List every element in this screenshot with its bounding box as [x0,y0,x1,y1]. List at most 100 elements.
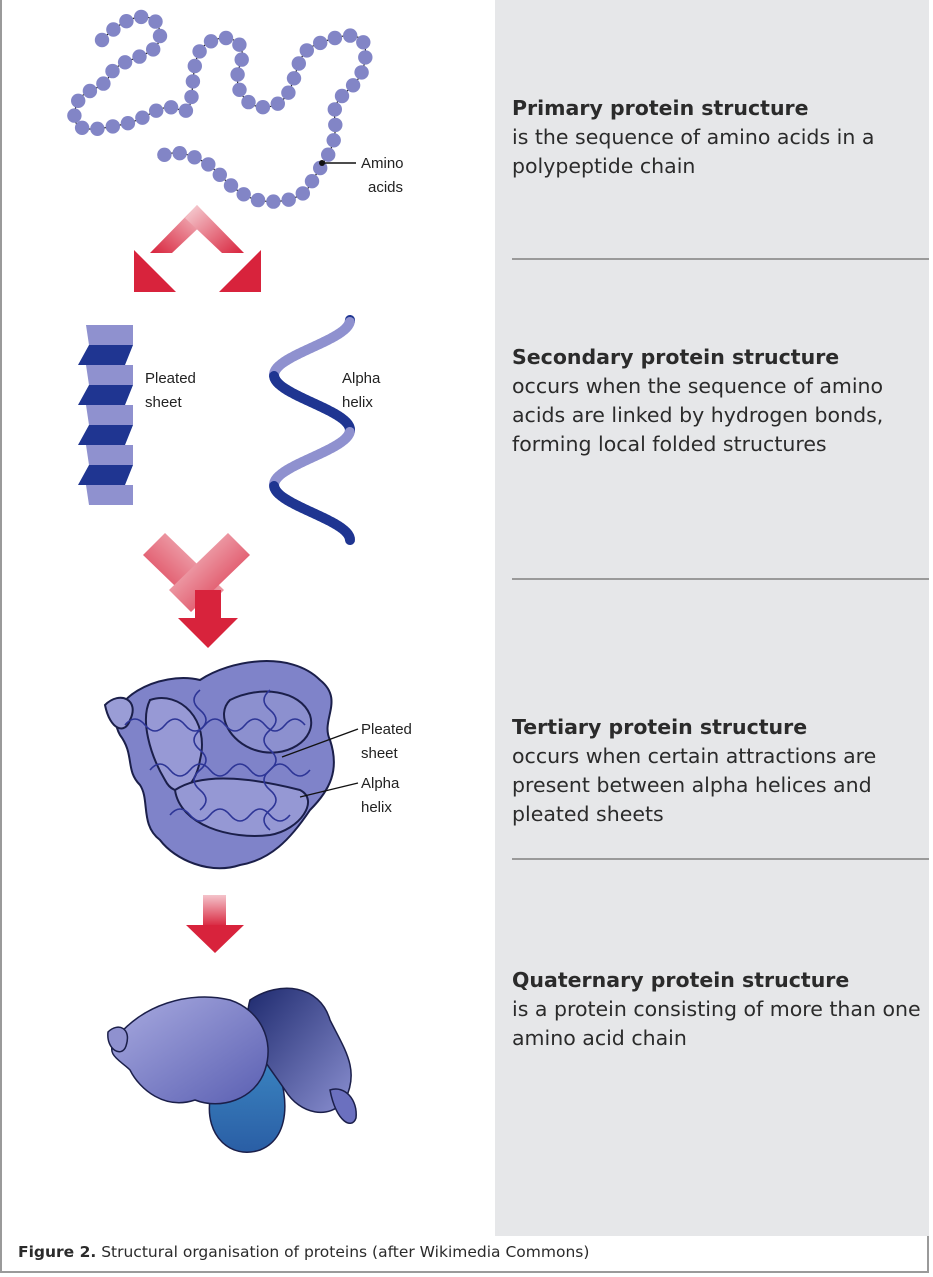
amino-acid-bead [270,96,285,111]
amino-acid-bead [232,37,247,52]
secondary-structure-text: Secondary protein structure occurs when … [512,343,922,459]
primary-body: is the sequence of amino acids in a poly… [512,125,875,178]
amino-acid-bead [105,119,121,134]
amino-acid-bead [82,83,98,99]
amino-acid-bead [105,63,120,79]
amino-acid-bead [67,108,82,123]
amino-acid-bead [187,150,202,165]
amino-acid-bead [74,120,90,135]
caption-text: Structural organisation of proteins (aft… [96,1243,590,1261]
amino-acid-bead [291,56,306,71]
amino-acid-bead [356,35,371,50]
amino-acid-bead [281,85,296,100]
amino-acid-bead [201,157,216,172]
primary-title: Primary protein structure [512,96,809,120]
amino-acid-bead [326,133,341,148]
protein-structure-diagram: Amino acids Pleated sheet Alpha helix [67,9,412,1153]
amino-acid-bead [192,44,207,59]
amino-acid-bead [304,174,320,189]
tertiary-alpha-label-1: Alpha [361,775,400,792]
tertiary-leaders [281,728,359,798]
amino-acid-bead [94,32,110,48]
amino-acid-bead [241,94,256,110]
amino-acid-bead [218,30,234,46]
description-panel [495,0,929,1236]
figure-caption: Figure 2. Structural organisation of pro… [18,1240,589,1264]
amino-acid-bead [96,76,111,91]
divider-3 [512,858,929,860]
tertiary-structure-shape [103,660,335,870]
amino-acid-bead [234,52,249,67]
amino-acid-bead [313,35,328,51]
amino-acid-bead [149,103,164,118]
amino-acid-bead [230,67,245,82]
primary-structure-text: Primary protein structure is the sequenc… [512,94,922,181]
tertiary-alpha-label-2: helix [361,799,392,816]
amino-acid-bead [163,100,179,115]
secondary-title: Secondary protein structure [512,345,840,369]
amino-acid-bead [321,147,336,162]
amino-label-2: acids [368,179,403,196]
amino-acid-bead [328,117,343,133]
divider-2 [512,578,929,580]
amino-acid-bead [184,89,199,105]
amino-acid-bead [327,102,342,117]
amino-acid-bead [185,74,201,89]
tertiary-pleated-label-2: sheet [361,745,399,762]
pleated-sheet-shape [78,325,133,505]
amino-acid-bead [236,187,251,202]
amino-acid-bead [232,82,247,98]
amino-acid-bead [343,28,358,43]
amino-acid-bead [295,186,310,201]
divider-1 [512,258,929,260]
amino-acid-bead [146,42,161,57]
amino-acids-leader [319,160,356,166]
quaternary-body: is a protein consisting of more than one… [512,997,921,1050]
merge-arrow [143,533,250,648]
amino-acid-bead [106,22,121,37]
caption-label: Figure 2. [18,1243,97,1261]
amino-acid-bead [358,50,373,65]
pleated-label-1: Pleated [145,370,196,387]
amino-acid-bead [266,194,281,209]
amino-label-1: Amino [361,155,404,172]
amino-acid-bead [345,78,361,93]
amino-acid-bead [255,100,271,115]
amino-acid-bead [334,88,350,104]
amino-acid-bead [90,121,105,136]
tertiary-body: occurs when certain attractions are pres… [512,744,877,826]
amino-acid-bead [223,178,239,193]
tertiary-structure-text: Tertiary protein structure occurs when c… [512,713,922,829]
alpha-helix-shape [269,315,355,545]
alpha-label-1: Alpha [342,370,381,387]
amino-acid-bead [327,30,343,46]
amino-acid-bead [152,28,168,44]
amino-acid-bead [117,55,133,70]
amino-acid-bead [250,192,266,208]
amino-acid-bead [132,49,147,64]
amino-acid-bead [281,192,296,207]
amino-acid-bead [119,14,134,29]
amino-acid-bead [71,93,86,109]
amino-acid-bead [354,65,369,80]
amino-acid-bead [286,71,302,86]
tertiary-pleated-label-1: Pleated [361,721,412,738]
amino-acid-bead [299,43,314,58]
amino-acid-bead [120,116,136,131]
alpha-label-2: helix [342,394,373,411]
down-arrow [186,895,244,953]
amino-acid-bead [187,58,202,74]
quaternary-structure-shape [107,987,357,1153]
amino-acid-bead [148,14,163,29]
pleated-label-2: sheet [145,394,183,411]
secondary-body: occurs when the sequence of amino acids … [512,374,884,456]
amino-acid-bead [172,146,187,161]
amino-acid-bead [212,167,227,182]
split-arrow [134,205,261,292]
quaternary-title: Quaternary protein structure [512,968,850,992]
amino-acid-chain [67,9,373,209]
amino-acid-bead [135,110,150,125]
quaternary-structure-text: Quaternary protein structure is a protei… [512,966,922,1053]
amino-acid-bead [178,103,194,118]
amino-acid-bead [134,9,149,25]
